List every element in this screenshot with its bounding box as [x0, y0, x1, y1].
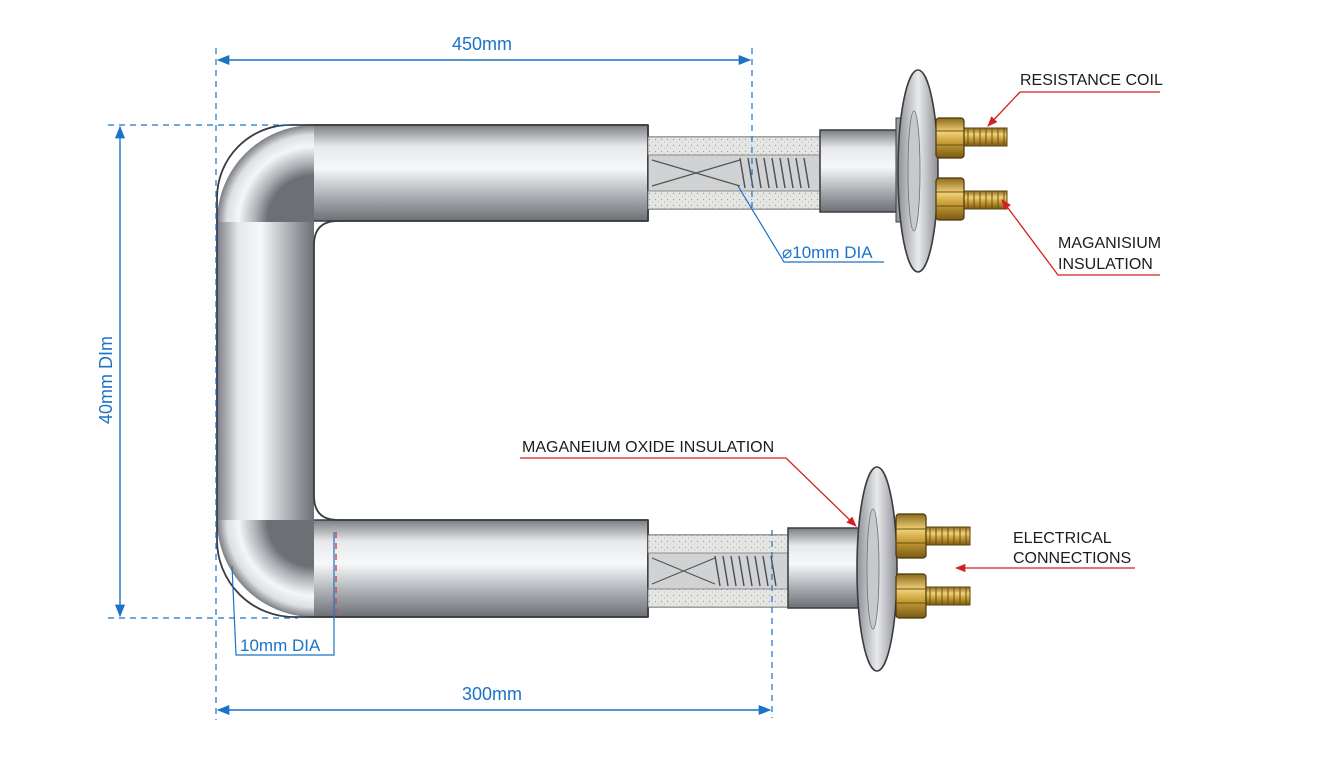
mag-insulation-label-line2: INSULATION: [1058, 256, 1153, 273]
top-resistance-coil: [739, 157, 810, 189]
top-flange: [895, 69, 939, 273]
tube-body: [216, 124, 649, 618]
bottom-length-label: 300mm: [462, 684, 522, 704]
height-label: 40mm DIm: [96, 336, 116, 424]
oxide-insulation-label: MAGANEIUM OXIDE INSULATION: [522, 439, 774, 456]
coil-dia-label: ⌀10mm DIA: [782, 243, 873, 262]
bottom-cutaway-section: [647, 527, 865, 609]
electrical-connections-label-line1: ELECTRICAL: [1013, 530, 1112, 547]
leader-lines: [520, 91, 1160, 573]
top-terminal-lower: [935, 177, 1008, 221]
mag-insulation-label-line1: MAGANISIUM: [1058, 235, 1161, 252]
bottom-flange: [856, 466, 898, 672]
resistance-coil-label: RESISTANCE COIL: [1020, 72, 1163, 89]
bottom-terminal-lower: [895, 573, 971, 619]
top-cutaway-section: [647, 129, 905, 213]
electrical-connections-label-line2: CONNECTIONS: [1013, 550, 1131, 567]
tube-dia-label: 10mm DIA: [240, 636, 321, 655]
bottom-terminal-upper: [895, 513, 971, 559]
top-length-label: 450mm: [452, 34, 512, 54]
dimension-lines: [108, 48, 884, 720]
top-terminal-upper: [935, 117, 1008, 159]
bottom-resistance-coil: [714, 555, 777, 587]
